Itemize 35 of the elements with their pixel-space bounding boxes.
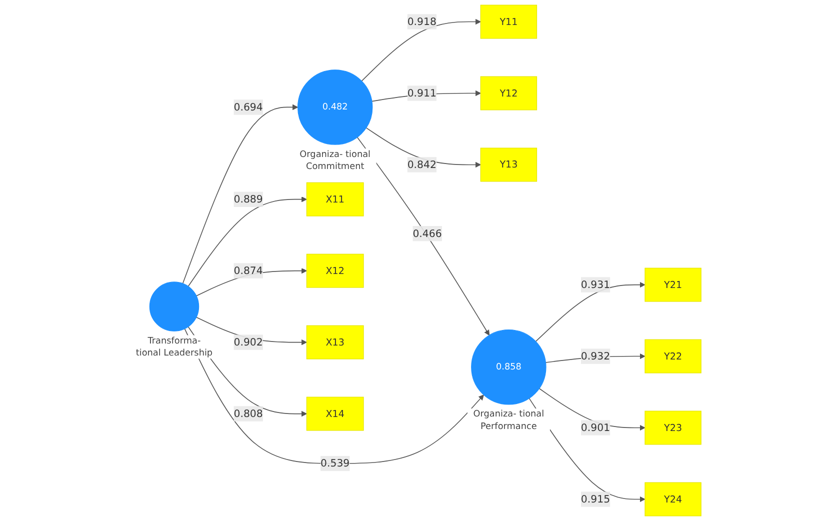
node-box: Y22 [644,339,702,374]
arrow [188,196,307,287]
node-circle: 0.482 [297,70,373,145]
edge-label: 0.694 [234,100,263,113]
edge-label: 0.911 [407,86,436,99]
node-box: Y21 [644,268,702,302]
arrow [182,104,298,284]
edge-label: 0.901 [580,421,610,434]
arrow [356,136,490,336]
edge-label: 0.874 [234,264,263,277]
node-circle [149,282,200,332]
node-box: Y23 [644,410,702,445]
node-box: Y11 [480,4,538,39]
arrow [361,18,481,82]
edge-label: 0.902 [234,336,263,348]
node-box: X13 [306,325,364,360]
arrow [535,282,646,342]
node-box: X14 [306,396,364,431]
edge-label: 0.931 [580,278,610,291]
edge-label: 0.842 [407,158,436,170]
arrow [184,328,484,464]
edge-label: 0.932 [580,350,610,362]
edge-label: 0.918 [407,15,436,28]
node-box: X11 [306,182,364,216]
node-box: Y12 [480,76,538,110]
node-box: Y13 [480,148,538,182]
node-box: Y24 [644,482,702,516]
node-circle: 0.858 [471,330,546,405]
node-caption: Organiza- tional Performance [467,408,550,432]
edge-label: 0.539 [320,457,350,470]
node-box: X12 [306,254,364,288]
edge-label: 0.889 [234,192,263,206]
edge-label: 0.808 [234,407,263,420]
edge-label: 0.915 [580,492,610,505]
edge-label: 0.466 [412,227,442,240]
